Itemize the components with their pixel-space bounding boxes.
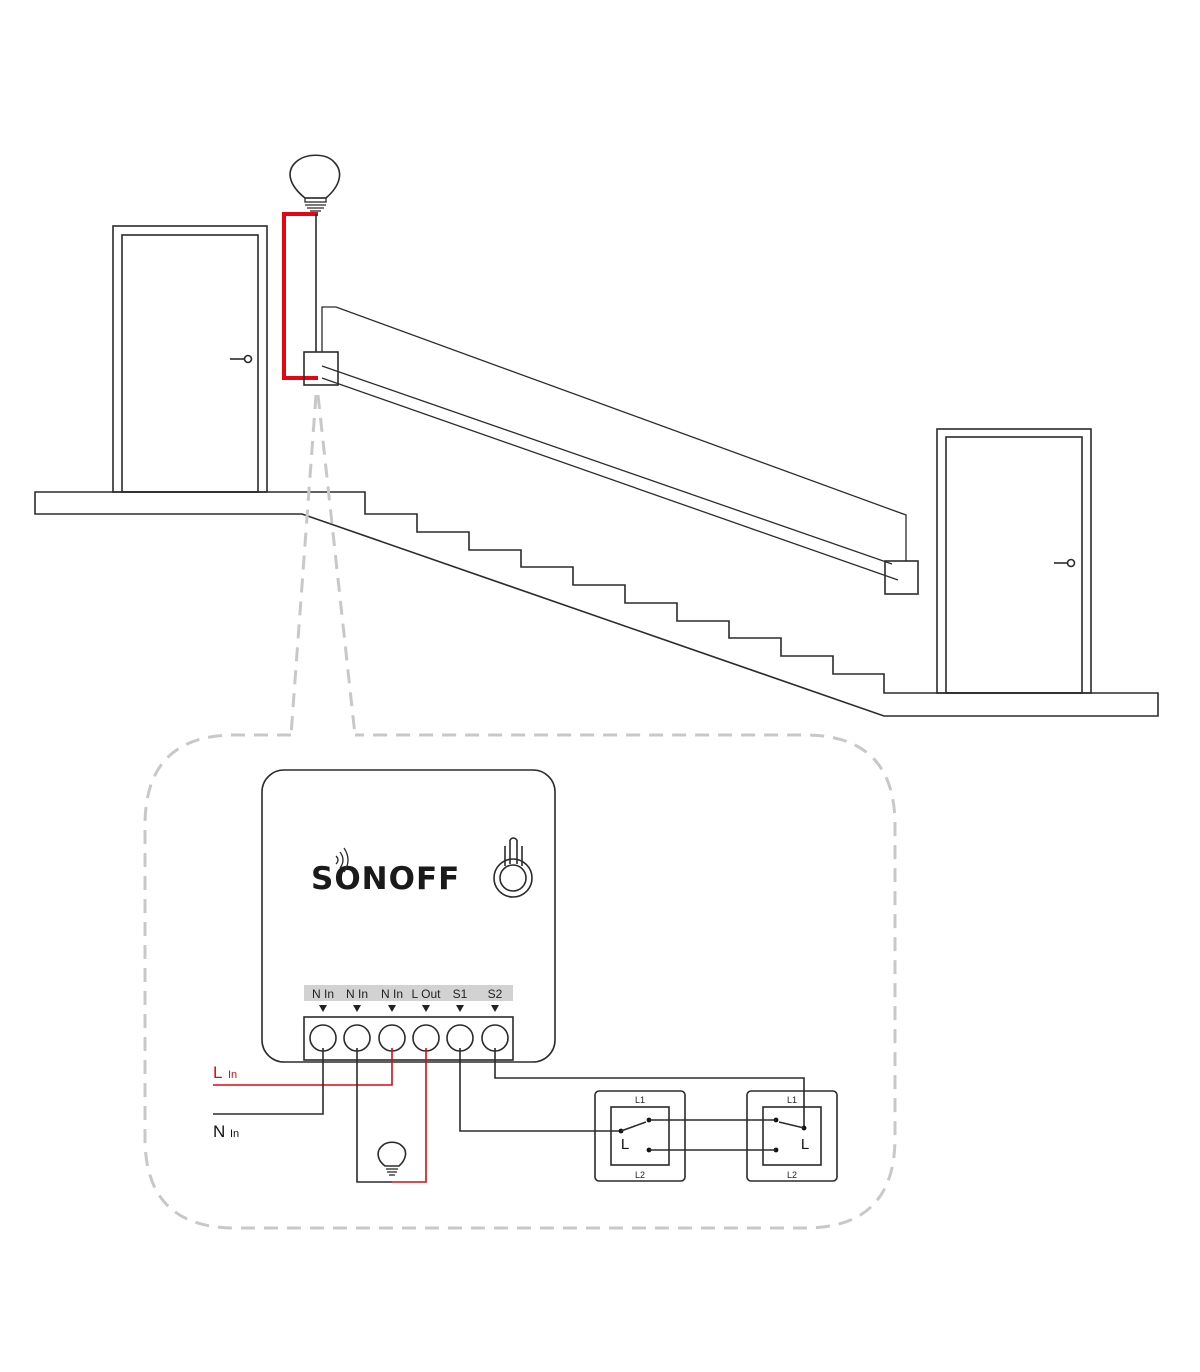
arrow-down-icon	[422, 1005, 430, 1012]
neutral-in-sub-label: In	[230, 1128, 239, 1140]
zoom-line-right	[316, 394, 357, 736]
live-in-wire	[213, 1048, 393, 1086]
two-way-switch-2: L1 L2 L	[746, 1090, 838, 1182]
switch-common-label: L	[801, 1136, 809, 1153]
live-in-label: L	[213, 1063, 222, 1082]
terminal-arrows	[319, 1005, 499, 1012]
arrow-down-icon	[388, 1005, 396, 1012]
switch-l2-label: L2	[635, 1170, 645, 1180]
two-way-switch-1: L1 L2 L	[594, 1090, 686, 1182]
terminal-screw	[343, 1024, 371, 1052]
neutral-in-label: N	[213, 1122, 225, 1141]
zoom-line-left	[289, 394, 318, 736]
pairing-button-icon	[493, 837, 533, 898]
staircase-outline	[34, 491, 1159, 717]
live-wire-upper	[282, 212, 318, 380]
s1-wire	[459, 1048, 621, 1132]
lower-switch-box	[884, 560, 919, 595]
traveler-wire-1	[321, 365, 893, 565]
sonoff-device	[261, 769, 556, 1063]
terminal-label: S2	[488, 987, 503, 1001]
terminal-screw	[481, 1024, 509, 1052]
terminal-label: L Out	[412, 987, 442, 1001]
wifi-signal-icon	[335, 847, 349, 873]
terminal-screw	[446, 1024, 474, 1052]
terminal-screw	[378, 1024, 406, 1052]
detail-frame	[143, 733, 897, 1230]
switch-l1-label: L1	[635, 1095, 645, 1105]
live-in-sub-label: In	[228, 1069, 237, 1081]
terminal-label: N In	[346, 987, 368, 1001]
arrow-down-icon	[491, 1005, 499, 1012]
terminal-screw	[309, 1024, 337, 1052]
traveler-wire-2	[321, 377, 899, 581]
neutral-in-wire	[213, 1048, 324, 1115]
s2-wire	[494, 1048, 805, 1128]
right-door	[936, 428, 1092, 694]
upper-switch-box	[303, 351, 339, 386]
arrow-down-icon	[456, 1005, 464, 1012]
terminal-screws	[309, 1024, 509, 1052]
bulb-neutral-wire	[356, 1048, 392, 1183]
brand-logo: SONOFF	[311, 861, 460, 897]
bulb-live-wire	[392, 1048, 427, 1183]
terminal-label: S1	[453, 987, 468, 1001]
switch-l1-label: L1	[787, 1095, 797, 1105]
ceiling-bulb-icon	[289, 154, 341, 212]
terminal-label: N In	[312, 987, 334, 1001]
arrow-down-icon	[353, 1005, 361, 1012]
arrow-down-icon	[319, 1005, 327, 1012]
switch-l2-label: L2	[787, 1170, 797, 1180]
terminal-screw	[412, 1024, 440, 1052]
detail-bulb-icon	[377, 1141, 407, 1176]
left-door	[112, 225, 268, 493]
switch-common-label: L	[621, 1136, 629, 1153]
terminal-label-strip	[304, 985, 513, 1001]
terminal-block	[303, 1016, 514, 1061]
terminal-labels: N In N In N In L Out S1 S2	[312, 987, 503, 1001]
traveler-wire-top	[321, 306, 907, 561]
terminal-label: N In	[381, 987, 403, 1001]
